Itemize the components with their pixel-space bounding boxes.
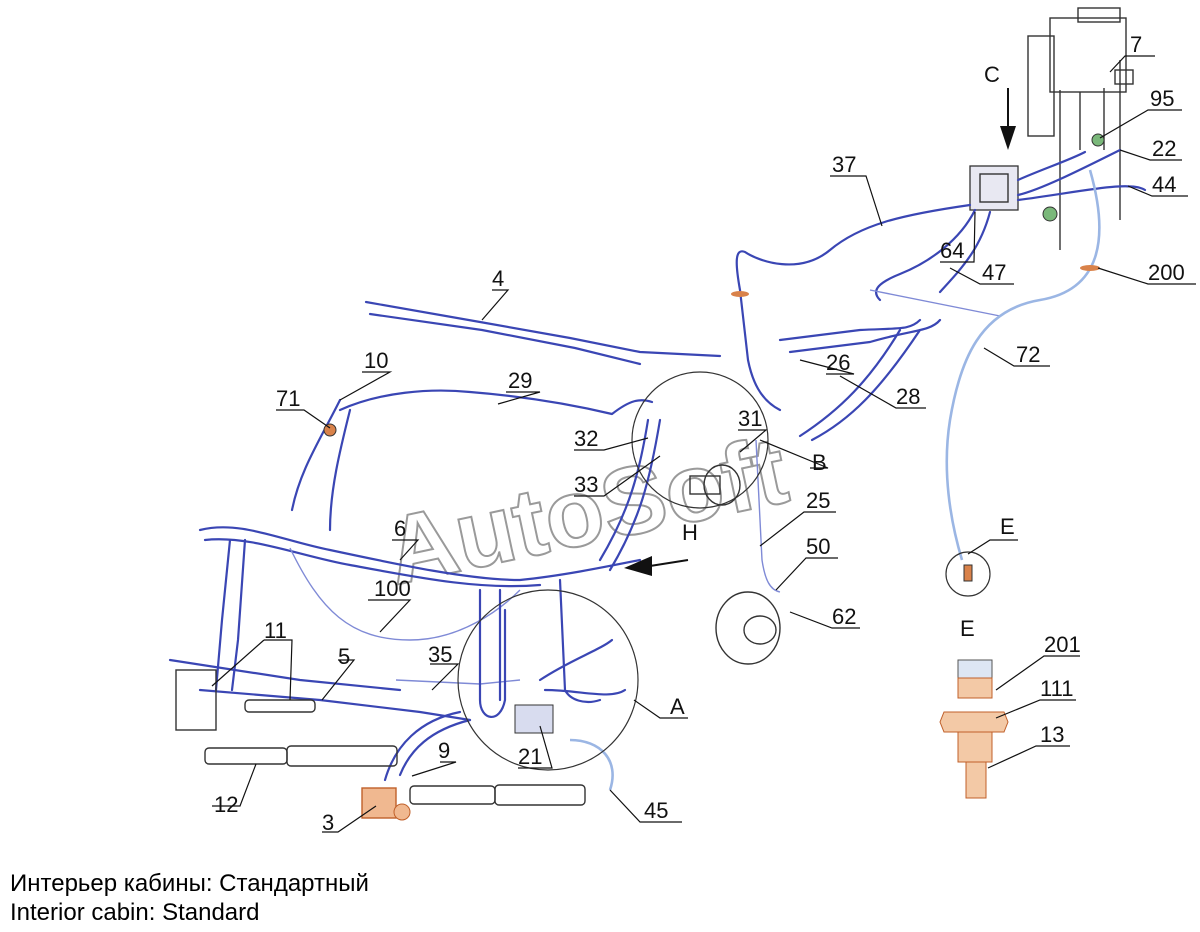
callout-62: 62 xyxy=(832,604,856,629)
callout-32: 32 xyxy=(574,426,598,451)
callout-9: 9 xyxy=(438,738,450,763)
callout-200: 200 xyxy=(1148,260,1185,285)
callout-22: 22 xyxy=(1152,136,1176,161)
callout-6: 6 xyxy=(394,516,406,541)
callout-201: 201 xyxy=(1044,632,1081,657)
callout-H: H xyxy=(682,520,698,545)
callout-64: 64 xyxy=(940,238,964,263)
callout-11: 11 xyxy=(264,618,287,643)
callout-E-detail: E xyxy=(960,616,975,641)
hydraulic-piping-diagram: AutoSoft xyxy=(168,7,1196,835)
callout-10: 10 xyxy=(364,348,388,373)
callout-5: 5 xyxy=(338,644,350,669)
callout-28: 28 xyxy=(896,384,920,409)
caption-russian: Интерьер кабины: Стандартный xyxy=(10,870,369,897)
callout-21: 21 xyxy=(518,744,542,769)
leader-lines xyxy=(211,55,1196,833)
callout-13: 13 xyxy=(1040,722,1064,747)
callout-B: B xyxy=(812,450,827,475)
callout-12: 12 xyxy=(214,792,238,817)
callout-111: 111 xyxy=(1040,676,1073,701)
callout-95: 95 xyxy=(1150,86,1174,111)
callout-4: 4 xyxy=(492,266,504,291)
callout-45: 45 xyxy=(644,798,668,823)
callout-100: 100 xyxy=(374,576,411,601)
callout-47: 47 xyxy=(982,260,1006,285)
callout-7: 7 xyxy=(1130,32,1142,57)
callout-25: 25 xyxy=(806,488,830,513)
callout-44: 44 xyxy=(1152,172,1176,197)
callout-37: 37 xyxy=(832,152,856,177)
pipe-network xyxy=(168,148,1147,791)
detail-e-fitting xyxy=(939,659,1009,799)
callout-26: 26 xyxy=(826,350,850,375)
control-valve-block xyxy=(969,133,1105,222)
direction-arrows xyxy=(624,88,1016,576)
callout-C: C xyxy=(984,62,1000,87)
callout-labels: 7 95 22 44 37 64 47 200 4 10 29 26 28 72… xyxy=(214,32,1185,835)
callout-50: 50 xyxy=(806,534,830,559)
callout-71: 71 xyxy=(276,386,300,411)
callout-E: E xyxy=(1000,514,1015,539)
components xyxy=(175,265,1100,821)
callout-29: 29 xyxy=(508,368,532,393)
callout-33: 33 xyxy=(574,472,598,497)
callout-A: A xyxy=(670,694,685,719)
callout-72: 72 xyxy=(1016,342,1040,367)
callout-35: 35 xyxy=(428,642,452,667)
detail-circles xyxy=(457,371,991,771)
callout-31: 31 xyxy=(738,406,762,431)
caption-english: Interior cabin: Standard xyxy=(10,899,260,926)
callout-3: 3 xyxy=(322,810,334,835)
